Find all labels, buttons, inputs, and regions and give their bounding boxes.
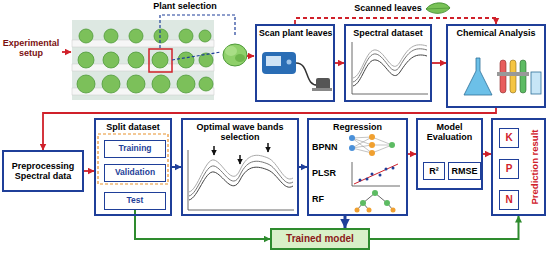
node-label: Test (127, 196, 144, 206)
method-label: PLSR (312, 168, 336, 178)
node-label: Split dataset (96, 120, 170, 132)
metric-box: RMSE (448, 162, 481, 180)
nutrient-box: N (499, 190, 519, 210)
spectrometer-device (262, 52, 332, 91)
flow-arrow (432, 62, 446, 64)
node-title: Regression (309, 120, 406, 132)
node-label: Scan plant leaves (257, 26, 333, 38)
flow-arrow (483, 153, 491, 155)
spectral-chart (352, 42, 428, 94)
node-label: Preprocessing Spectral data (4, 161, 82, 182)
process-box: Optimal wave bands selection (181, 118, 299, 216)
regression-plot-icon (352, 162, 400, 186)
node-label: Validation (115, 168, 155, 178)
neural-network-icon (349, 134, 395, 156)
model-box: Trained model (270, 228, 370, 250)
method-label: RF (312, 194, 324, 204)
process-box: Preprocessing Spectral data (2, 150, 84, 192)
process-box: Spectral dataset (344, 24, 432, 102)
flow-arrow (84, 170, 94, 172)
flow-arrow (62, 52, 254, 56)
band-selection-chart (188, 143, 294, 210)
subset-box: Validation (104, 164, 166, 182)
flow-arrow (370, 216, 519, 239)
flow-arrow (408, 153, 416, 155)
node-label: Spectral dataset (346, 26, 430, 38)
scanned-leaf (426, 3, 450, 14)
stage-label: Experimental setup (0, 38, 62, 59)
process-box: Scan plant leaves (255, 24, 335, 102)
result-box: Prediction result K P N (491, 118, 546, 216)
node-label: Prediction result (530, 130, 541, 205)
nutrient-box: K (499, 128, 519, 148)
nutrient-box: P (499, 159, 519, 179)
group-box: Split datasetTrainingValidationTest (94, 118, 172, 216)
node-label: Trained model (286, 233, 354, 245)
subset-box: Test (104, 192, 166, 210)
node-label: Chemical Analysis (448, 26, 544, 38)
step-label: Plant selection (150, 1, 220, 11)
step-label: Scanned leaves (352, 3, 424, 13)
node-label: Optimal wave bands selection (183, 120, 297, 143)
flow-arrow (172, 166, 181, 168)
node-label: K (505, 132, 512, 144)
process-box: Chemical Analysis (446, 24, 546, 108)
node-label: RMSE (451, 166, 477, 176)
flow-arrow (344, 216, 347, 228)
flow-arrow (335, 62, 344, 64)
node-label: Training (118, 144, 151, 154)
node-label: Model Evaluation (418, 120, 481, 143)
plant-photo (72, 20, 214, 100)
process-box: Model EvaluationR² RMSE (416, 118, 483, 190)
method-label: BPNN (312, 142, 338, 152)
subset-group (98, 134, 168, 184)
process-box: RegressionBPNN PLSR RF (307, 118, 408, 216)
flow-arrow (299, 166, 307, 168)
node-label: R² (429, 166, 439, 176)
lab-glassware (464, 58, 541, 95)
node-label: N (505, 194, 512, 206)
subset-box: Training (104, 140, 166, 158)
node-label: P (506, 163, 513, 175)
tree-icon (355, 190, 396, 213)
metric-box: R² (423, 162, 445, 180)
selected-plant (223, 44, 247, 66)
